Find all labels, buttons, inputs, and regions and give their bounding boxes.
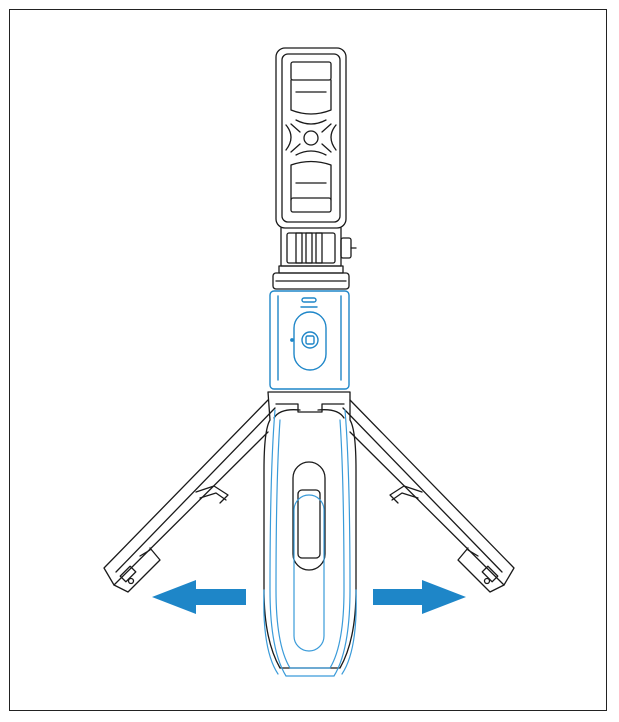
bluetooth-remote bbox=[269, 290, 350, 390]
handle-highlight bbox=[263, 409, 357, 677]
diagram-frame bbox=[9, 9, 607, 711]
tripod-leg-right bbox=[342, 399, 515, 593]
arrow-left-icon bbox=[152, 580, 246, 614]
status-light-icon bbox=[301, 297, 317, 303]
arrow-right-icon bbox=[373, 580, 466, 614]
phone-clamp bbox=[275, 47, 347, 229]
tilt-mount bbox=[272, 227, 357, 290]
handle-body bbox=[263, 391, 357, 669]
tilt-knob bbox=[340, 237, 352, 259]
tripod-leg-left bbox=[103, 399, 276, 593]
handle-grip-slot bbox=[292, 461, 326, 571]
handle-track bbox=[293, 494, 325, 652]
shutter-panel bbox=[293, 311, 327, 371]
shutter-button-icon[interactable] bbox=[301, 331, 319, 349]
